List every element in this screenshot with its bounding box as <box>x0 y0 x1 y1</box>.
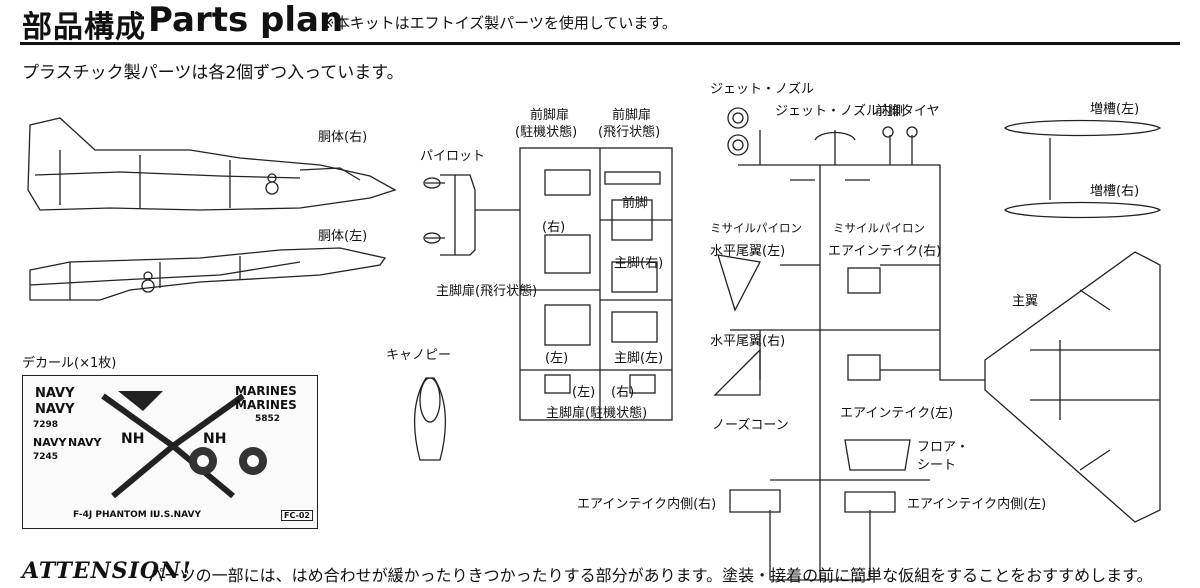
label-h-tail-left: 水平尾翼(左) <box>710 244 786 259</box>
decal-navy-2: NAVY <box>35 402 75 417</box>
page-title-jp: 部品構成 <box>22 10 146 45</box>
decal-7298: 7298 <box>33 420 59 430</box>
attention-text: パーツの一部には、はめ合わせが緩かったりきつかったりする部分があります。塗装・接… <box>148 566 1153 585</box>
decal-5852: 5852 <box>255 414 281 424</box>
drop-tanks <box>1004 119 1162 219</box>
decal-code: FC-02 <box>281 510 313 521</box>
label-nose-cone: ノーズコーン <box>712 418 789 433</box>
label-intake-right: エアインテイク(右) <box>828 244 942 259</box>
label-right-2: (右) <box>611 385 635 400</box>
label-jet-nozzle-inner: ジェット・ノズル内側 <box>775 104 906 119</box>
pilot-sprue <box>423 174 520 256</box>
subheading: プラスチック製パーツは各2個ずつ入っています。 <box>22 63 404 83</box>
header-note: ※本キットはエフトイズ製パーツを使用しています。 <box>322 14 677 32</box>
label-front-door-parked-1: 前脚扉 <box>530 108 570 123</box>
decal-navy-4: NAVY <box>68 436 102 449</box>
label-front-door-flight-1: 前脚扉 <box>612 108 652 123</box>
header-divider <box>20 42 1180 45</box>
label-right-1: (右) <box>542 220 566 235</box>
decal-marines-1: MARINES <box>235 384 297 398</box>
decal-sheet: NAVY NAVY NAVY NAVY MARINES MARINES 5852… <box>22 375 318 529</box>
gear-sprue <box>519 147 673 421</box>
label-main-leg-l: 主脚(左) <box>614 351 664 366</box>
label-pilot: パイロット <box>420 149 486 164</box>
main-wing-part <box>984 251 1161 523</box>
canopy-part <box>413 377 447 461</box>
label-drop-tank-left: 増槽(左) <box>1090 102 1140 117</box>
label-intake-inner-right: エアインテイク内側(右) <box>577 497 717 512</box>
label-fuselage-left: 胴体(左) <box>318 229 368 244</box>
fuselage-right-part <box>27 117 397 211</box>
label-h-tail-right: 水平尾翼(右) <box>710 334 786 349</box>
decal-nh-1: NH <box>121 431 145 447</box>
label-intake-inner-left: エアインテイク内側(左) <box>907 497 1047 512</box>
decal-navy-3: NAVY <box>33 436 67 449</box>
label-floor-2: シート <box>917 458 957 473</box>
label-canopy: キャノピー <box>386 348 452 363</box>
label-left-2: (左) <box>572 385 596 400</box>
main-sprue <box>713 107 985 581</box>
decal-nh-2: NH <box>203 431 227 447</box>
label-missile-pylon-2: ミサイルパイロン <box>833 221 925 235</box>
fuselage-left-part <box>29 247 387 301</box>
label-main-door-flight: 主脚扉(飛行状態) <box>436 284 538 299</box>
label-intake-left: エアインテイク(左) <box>840 406 954 421</box>
label-front-leg: 前脚 <box>622 196 649 211</box>
label-front-door-parked-2: (駐機状態) <box>515 125 578 140</box>
label-front-tire: 前脚タイヤ <box>875 104 940 119</box>
label-left-1: (左) <box>545 351 569 366</box>
label-floor-1: フロア・ <box>917 440 970 455</box>
decal-phantom: F-4J PHANTOM II <box>73 510 157 520</box>
decal-marines-2: MARINES <box>235 398 297 412</box>
label-jet-nozzle: ジェット・ノズル <box>710 82 815 97</box>
decal-7245: 7245 <box>33 452 59 462</box>
label-main-wing: 主翼 <box>1012 294 1039 309</box>
label-decal: デカール(×1枚) <box>22 356 117 371</box>
label-main-leg-r: 主脚(右) <box>614 256 664 271</box>
label-missile-pylon-1: ミサイルパイロン <box>710 221 802 235</box>
label-drop-tank-right: 増槽(右) <box>1090 184 1140 199</box>
decal-navy-1: NAVY <box>35 386 75 401</box>
label-fuselage-right: 胴体(右) <box>318 130 368 145</box>
page-title-en: Parts plan <box>148 0 344 40</box>
decal-usnavy: U.S.NAVY <box>153 510 201 520</box>
label-front-door-flight-2: (飛行状態) <box>598 125 661 140</box>
attention-heading: ATTENSION! <box>22 558 192 584</box>
label-main-door-parked: 主脚扉(駐機状態) <box>546 406 648 421</box>
decal-art <box>101 391 267 499</box>
